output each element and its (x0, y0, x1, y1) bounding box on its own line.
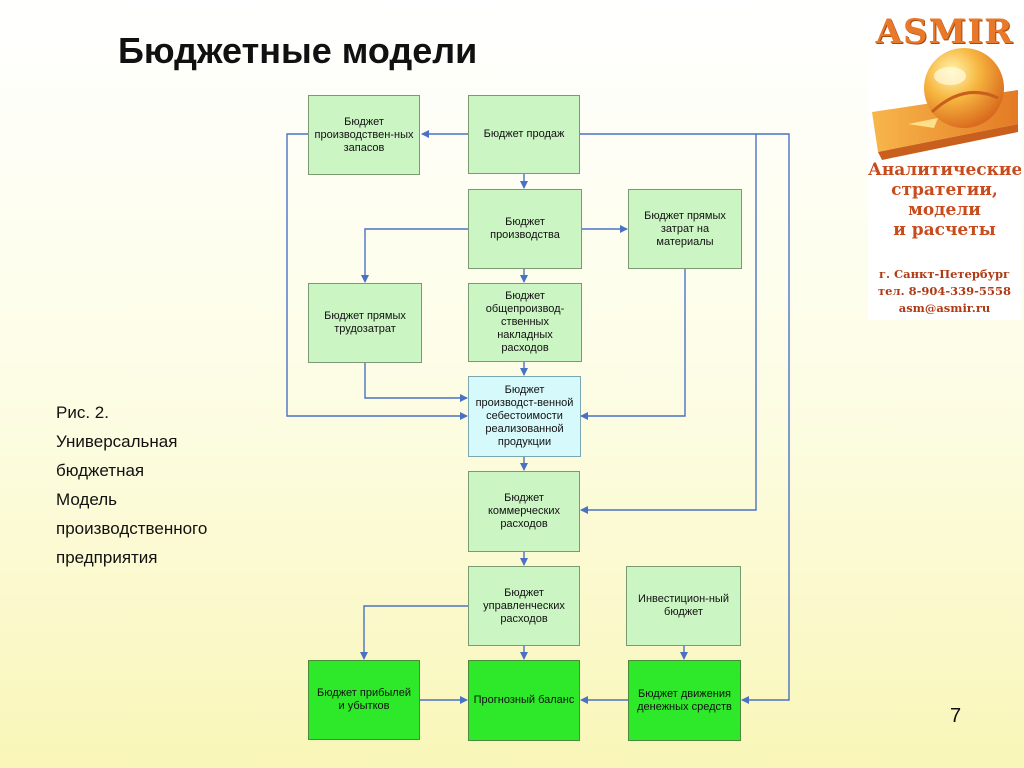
caption-line: Универсальная (56, 432, 178, 451)
node-materials-budget: Бюджет прямых затрат на материалы (628, 189, 742, 269)
figure-caption: Рис. 2. Универсальная бюджетная Модель п… (56, 398, 207, 572)
logo-sphere-graphic (872, 48, 1018, 160)
node-overhead-budget: Бюджет общепроизвод-ственных накладных р… (468, 283, 582, 362)
arrow-production-to-labor (361, 228, 468, 283)
logo-wordmark: ASMIR (875, 12, 1014, 52)
logo-tagline-line: Аналитические (868, 160, 1021, 180)
node-sales-budget: Бюджет продаж (468, 95, 580, 174)
caption-line: Рис. 2. (56, 403, 109, 422)
node-cogs-budget: Бюджет производст-венной себестоимости р… (468, 376, 581, 457)
slide-title: Бюджетные модели (118, 30, 478, 71)
logo-phone: тел. 8-904-339-5558 (878, 284, 1011, 298)
node-admin-expenses-budget: Бюджет управленческих расходов (468, 566, 580, 646)
node-forecast-balance: Прогнозный баланс (468, 660, 580, 741)
asmir-logo: ASMIR Аналитические стратегии, модели и … (868, 8, 1021, 320)
node-inventory-budget: Бюджет производствен-ных запасов (308, 95, 420, 175)
logo-city: г. Санкт-Петербург (878, 267, 1011, 281)
caption-line: предприятия (56, 548, 158, 567)
node-labor-budget: Бюджет прямых трудозатрат (308, 283, 422, 363)
node-production-budget: Бюджет производства (468, 189, 582, 269)
arrow-labor-to-cogs (364, 363, 468, 402)
logo-tagline-line: и расчеты (893, 220, 996, 240)
arrow-inventory-to-cogs (286, 133, 468, 420)
arrow-materials-to-cogs (580, 269, 686, 420)
node-pnl-budget: Бюджет прибылей и убытков (308, 660, 420, 740)
caption-line: бюджетная (56, 461, 145, 480)
logo-tagline-line: стратегии, (891, 180, 998, 200)
page-number: 7 (950, 705, 962, 727)
logo-tagline-line: модели (908, 200, 981, 220)
caption-line: Модель (56, 490, 118, 509)
logo-contacts: г. Санкт-Петербург тел. 8-904-339-5558 a… (868, 266, 1021, 317)
node-cashflow-budget: Бюджет движения денежных средств (628, 660, 741, 741)
node-selling-expenses-budget: Бюджет коммерческих расходов (468, 471, 580, 552)
logo-email: asm@asmir.ru (898, 301, 991, 315)
arrow-sales-to-cashflow (741, 133, 790, 704)
arrow-admin-to-pnl (360, 605, 468, 660)
node-investment-budget: Инвестицион-ный бюджет (626, 566, 741, 646)
caption-line: производственного (56, 519, 208, 538)
logo-tagline: Аналитические стратегии, модели и расчет… (868, 160, 1021, 240)
arrow-sales-to-selling (580, 133, 757, 514)
